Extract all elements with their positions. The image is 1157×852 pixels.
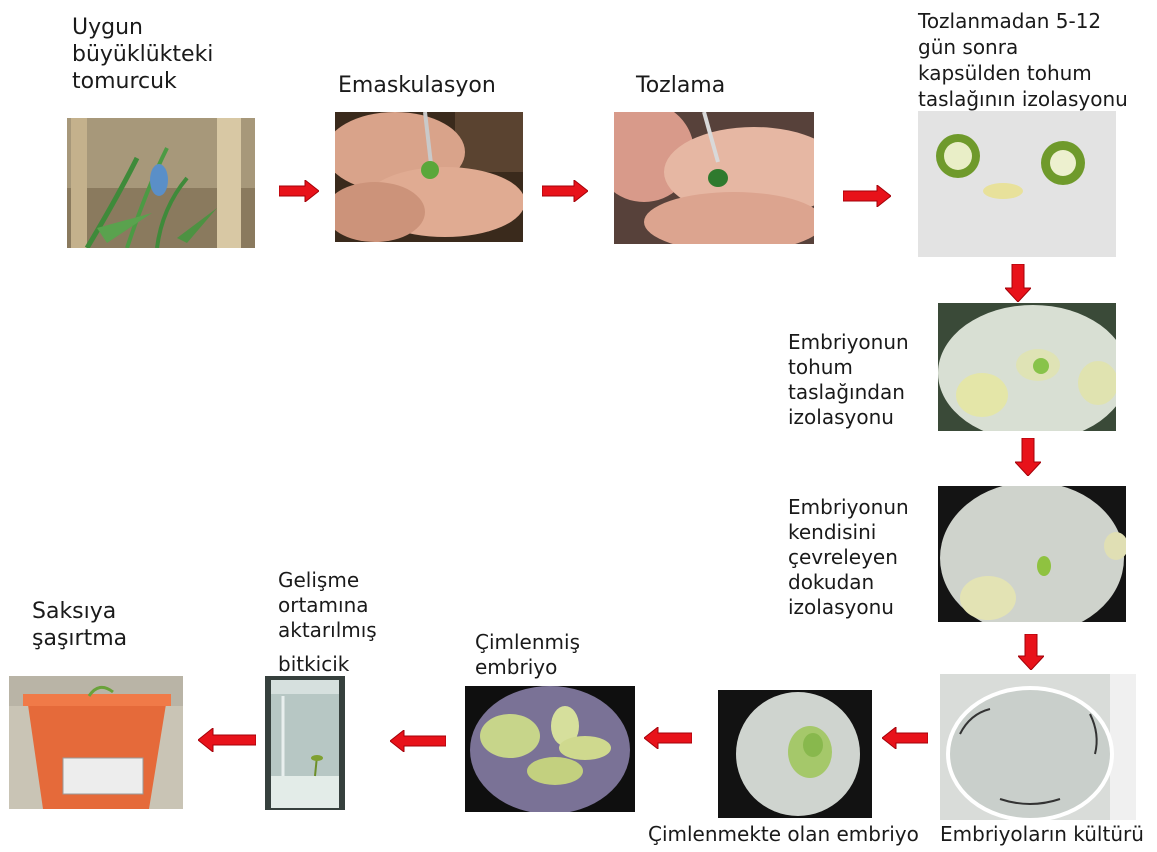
step-label-germinating: Çimlenmekte olan embriyo [648,822,919,847]
flower-bud-photo [67,118,255,248]
arrow-left-1 [882,727,928,749]
arrow-down-1 [1005,264,1031,302]
arrow-down-3 [1018,634,1044,670]
arrow-down-2 [1015,438,1041,476]
step-label-pot: Saksıya şaşırtma [32,598,127,652]
step-label-emasculation: Emaskulasyon [338,72,496,99]
pollination-photo [614,112,814,244]
ovule-photo [938,303,1116,431]
germinated-embryo-photo [465,686,635,812]
arrow-right-3 [843,185,891,207]
step-label-germinated: Çimlenmiş embriyo [475,630,580,680]
jar-plantlet-photo [265,676,345,810]
step-label-pollination: Tozlama [636,72,725,99]
petri-dish-photo [940,674,1136,820]
arrow-right-1 [279,180,319,202]
emasculation-photo [335,112,523,242]
step-label-embryo-from-ovule: Embriyonun tohum taslağından izolasyonu [788,330,909,430]
capsule-photo [918,111,1116,257]
embryo-dissection-photo [938,486,1126,622]
germinating-embryo-photo [718,690,872,818]
arrow-right-2 [542,180,588,202]
arrow-left-2 [644,727,692,749]
arrow-left-4 [198,728,256,752]
step-label-embryo-from-tissue: Embriyonun kendisini çevreleyen dokudan … [788,495,909,620]
pot-photo [9,676,183,809]
arrow-left-3 [390,730,446,752]
step-label-bud: Uygun büyüklükteki tomurcuk [72,14,213,95]
step-label-plantlet: bitkicik [278,652,349,677]
step-label-ovule-isolation: Tozlanmadan 5-12 gün sonra kapsülden toh… [918,8,1128,112]
step-label-culture: Embriyoların kültürü [940,822,1144,847]
step-label-transferred: Gelişme ortamına aktarılmış [278,568,377,643]
